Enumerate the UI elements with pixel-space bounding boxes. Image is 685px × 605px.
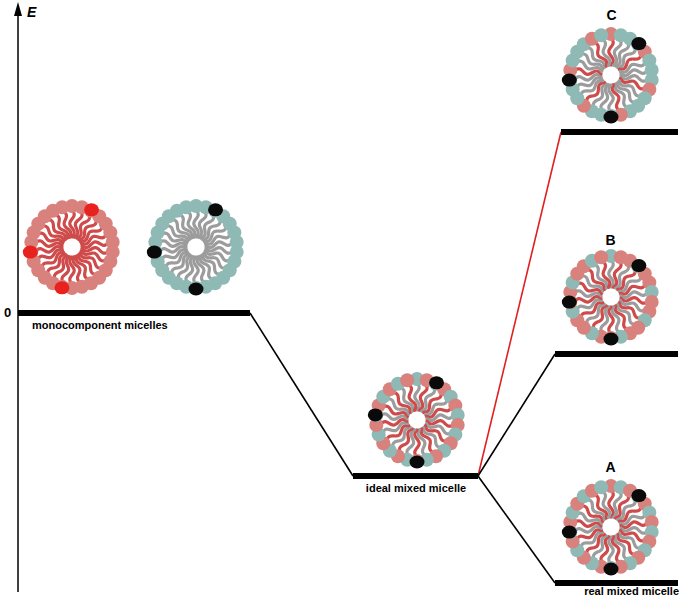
micelle: [562, 479, 659, 576]
micelle-group: [23, 27, 659, 576]
marker-head: [562, 296, 577, 309]
marker-head: [23, 246, 38, 259]
surfactant-tail: [408, 384, 416, 410]
micelle-core: [64, 239, 80, 255]
marker-head: [429, 376, 444, 389]
surfactant-tail: [609, 307, 613, 334]
marker-head: [84, 203, 99, 216]
surfactant-tail: [187, 211, 195, 237]
surfactant-head: [594, 28, 608, 42]
micelle: [562, 249, 659, 346]
micelle-core: [188, 239, 204, 255]
energy-level: Areal mixed micelle: [555, 580, 678, 586]
surfactant-tail: [415, 430, 419, 457]
surfactant-tail: [602, 491, 610, 517]
surfactant-tail: [602, 39, 610, 65]
transition-line: [478, 476, 555, 583]
surfactant-head: [55, 200, 69, 214]
state-letter: C: [553, 7, 670, 24]
level-label: ideal mixed micelle: [341, 482, 491, 495]
marker-head: [631, 489, 646, 502]
micelle: [562, 27, 659, 124]
surfactant-head: [400, 373, 414, 387]
level-label: monocomponent micelles: [32, 319, 232, 332]
transition-line: [478, 132, 561, 476]
marker-head: [604, 333, 619, 346]
energy-level: monocomponent micelles: [18, 310, 250, 316]
surfactant-tail: [194, 257, 198, 284]
zero-tick-label: 0: [4, 305, 11, 321]
marker-head: [604, 563, 619, 576]
surfactant-tail: [63, 211, 71, 237]
surfactant-tail: [609, 537, 613, 564]
axis-label: E: [27, 4, 36, 21]
micelle-core: [603, 67, 619, 83]
axis-arrowhead: [14, 2, 22, 16]
micelle: [147, 199, 244, 296]
surfactant-tail: [609, 85, 613, 112]
marker-head: [631, 37, 646, 50]
energy-axis: [17, 14, 19, 592]
energy-level: B: [555, 351, 678, 357]
marker-head: [562, 74, 577, 87]
marker-head: [604, 111, 619, 124]
surfactant-tail: [70, 257, 74, 284]
marker-head: [189, 283, 204, 296]
marker-head: [147, 246, 162, 259]
micelle-core: [409, 412, 425, 428]
level-label: real mixed micelle: [549, 585, 679, 598]
surfactant-head: [594, 250, 608, 264]
state-letter: A: [549, 459, 672, 476]
transition-line: [478, 354, 555, 476]
marker-head: [368, 408, 383, 421]
micelle-core: [603, 289, 619, 305]
surfactant-tail: [602, 261, 610, 287]
marker-head: [631, 259, 646, 272]
marker-head: [208, 203, 223, 216]
marker-head: [562, 526, 577, 539]
energy-level: ideal mixed micelle: [353, 473, 478, 479]
surfactant-head: [179, 200, 193, 214]
surfactant-head: [594, 480, 608, 494]
energy-level: C: [561, 129, 678, 135]
micelle-core: [603, 519, 619, 535]
micelle: [23, 199, 120, 295]
marker-head: [54, 281, 69, 294]
marker-head: [410, 456, 425, 469]
state-letter: B: [549, 232, 672, 249]
transition-line: [250, 313, 353, 476]
micelle: [368, 372, 465, 469]
